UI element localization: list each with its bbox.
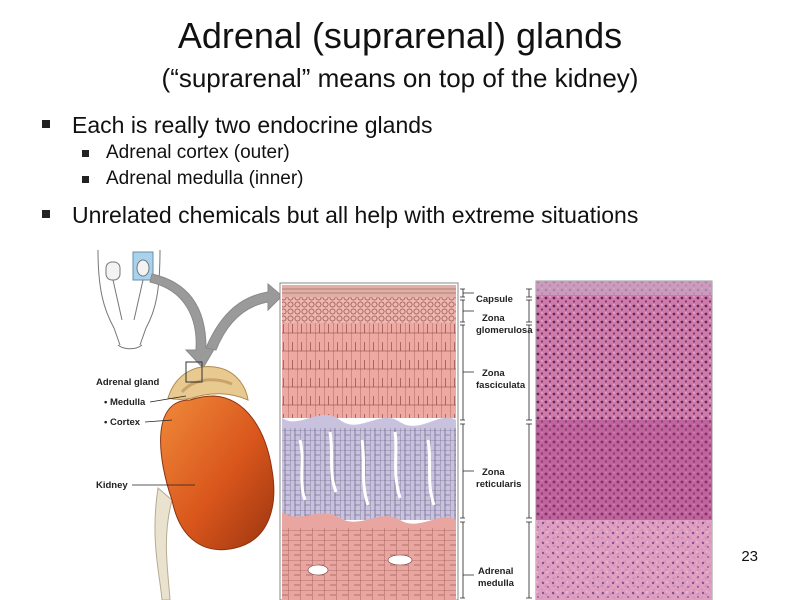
label-capsule: Capsule: [476, 294, 513, 305]
label-glomerulosa: glomerulosa: [476, 325, 533, 336]
adrenal-layers-drawing: [280, 283, 458, 600]
label-fasciculata: fasciculata: [476, 380, 526, 391]
label-medulla: • Medulla: [104, 397, 146, 408]
histology-micrograph: [536, 281, 712, 600]
kidney-illustration: [155, 362, 274, 600]
label-zona-g: Zona: [482, 313, 505, 324]
label-adrenal: Adrenal: [478, 566, 513, 577]
label-adrenal-gland: Adrenal gland: [96, 377, 160, 388]
label-zona-f: Zona: [482, 368, 505, 379]
label-cortex: • Cortex: [104, 417, 141, 428]
arrow-icon: [150, 274, 216, 368]
page-number: 23: [718, 548, 758, 565]
arrow-icon: [206, 284, 282, 350]
label-reticularis: reticularis: [476, 479, 521, 490]
label-medulla-zone: medulla: [478, 578, 515, 589]
body-outline-diagram: [98, 250, 160, 349]
label-zona-r: Zona: [482, 467, 505, 478]
label-kidney: Kidney: [96, 480, 128, 491]
